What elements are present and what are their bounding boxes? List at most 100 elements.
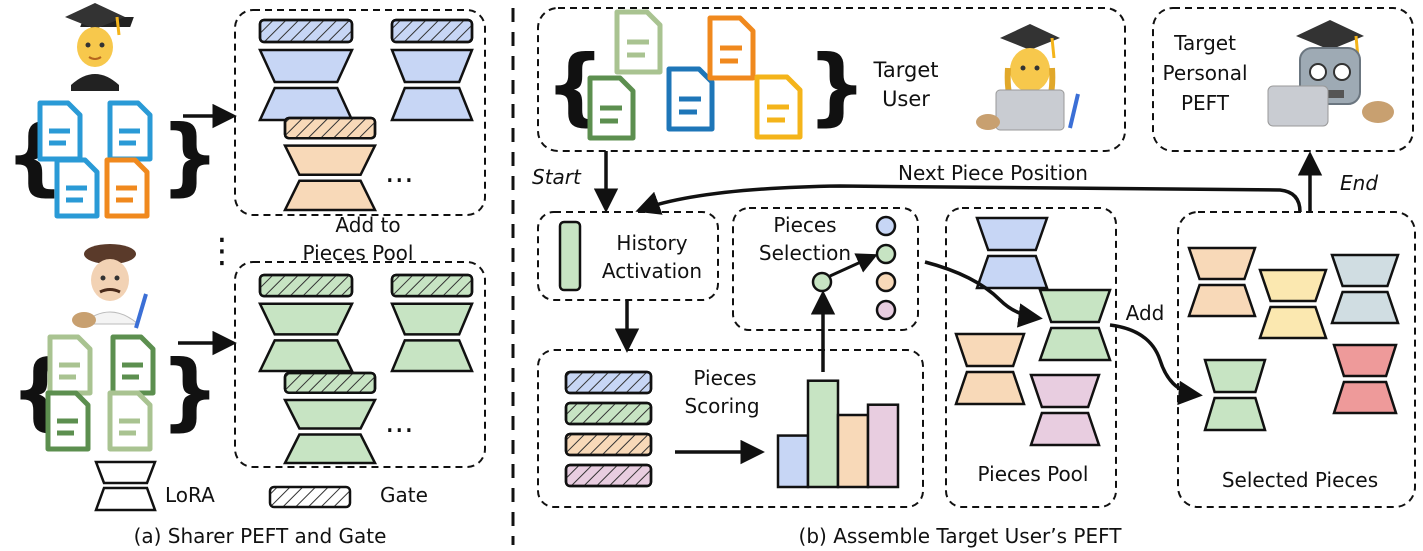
- target-user-emoji-icon: [976, 24, 1080, 131]
- selection-to-pool-arrow: [924, 260, 1043, 328]
- history-activation-label-2: Activation: [602, 259, 702, 283]
- lora-up-proj: [258, 86, 354, 122]
- bar-green: [806, 379, 840, 489]
- lora-up-proj: [282, 433, 378, 465]
- lora-down-proj: [1187, 246, 1257, 281]
- lora-piece: [1038, 288, 1112, 362]
- doc-icon: [587, 75, 636, 141]
- pool-pieces: [954, 216, 1112, 447]
- doc-icon: [104, 157, 150, 219]
- lora-piece-with-gate: [390, 18, 474, 122]
- selection-arrow: [829, 253, 878, 278]
- lora-up-proj: [1187, 283, 1257, 318]
- lora-piece: [975, 216, 1049, 290]
- bar-blue: [776, 434, 810, 489]
- lora-up-proj: [1330, 290, 1400, 325]
- lora-up-proj: [954, 370, 1026, 406]
- lora-up-proj: [1029, 411, 1101, 447]
- lora-up-proj: [390, 86, 474, 122]
- ellipsis: ...: [385, 155, 414, 190]
- sharer1-docs: { }: [5, 100, 220, 219]
- student-emoji-icon: [65, 3, 134, 91]
- right-brace: }: [160, 107, 220, 205]
- gate-hatch: [390, 18, 474, 44]
- legend-lora-label: LoRA: [165, 483, 215, 507]
- lora-piece-with-gate: [282, 116, 378, 212]
- pieces-selection-label-2: Selection: [759, 241, 851, 265]
- lora-down-proj: [975, 216, 1049, 252]
- doc-icon: [754, 74, 803, 140]
- lora-down-proj: [258, 48, 354, 84]
- lora-piece-with-gate: [258, 18, 354, 122]
- lora-piece-with-gate: [282, 371, 378, 465]
- doc-icon: [666, 66, 715, 132]
- sharer2-pieces-box: [234, 261, 486, 468]
- pieces-scoring-label-1: Pieces: [693, 366, 756, 390]
- add-label: Add: [1126, 301, 1165, 325]
- target-user-label-2: User: [882, 87, 930, 111]
- ellipsis: ...: [385, 405, 414, 440]
- doc-icon: [107, 100, 153, 162]
- selection-circle-orange: [875, 271, 897, 293]
- selected-pieces-box: [1177, 211, 1416, 508]
- selection-circles: [811, 215, 897, 321]
- doc-icon: [37, 100, 83, 162]
- target-user-label-1: Target: [873, 58, 939, 82]
- robot-emoji-icon: [1267, 20, 1394, 127]
- lora-down-proj: [954, 332, 1026, 368]
- gate-hatch: [390, 273, 474, 298]
- end-label: End: [1340, 171, 1378, 195]
- doc-icon: [107, 390, 153, 452]
- scoring-gates: [564, 370, 653, 488]
- lora-up-proj: [282, 179, 378, 212]
- pieces-pool-label: Pieces Pool: [978, 462, 1089, 486]
- right-caption: (b) Assemble Target User’s PEFT: [799, 524, 1123, 548]
- lora-down-proj: [282, 398, 378, 430]
- right-brace: }: [160, 342, 220, 440]
- pieces-scoring-label-2: Scoring: [684, 394, 759, 418]
- bar-pink: [866, 403, 900, 489]
- lora-down-proj: [282, 144, 378, 177]
- lora-down-proj: [1258, 268, 1328, 303]
- target-user-box: [537, 7, 1126, 152]
- scoring-gate-hatch: [564, 370, 653, 395]
- lora-up-proj: [1203, 396, 1267, 432]
- vertical-ellipsis: ⋮: [205, 231, 239, 271]
- sharer1-pieces: [258, 18, 474, 212]
- target-peft-label-3: PEFT: [1181, 91, 1230, 115]
- sharer2-docs: { }: [10, 334, 220, 452]
- right-brace: }: [807, 37, 867, 135]
- lora-up-proj: [1258, 305, 1328, 340]
- gate-hatch: [258, 18, 354, 44]
- left-caption: (a) Sharer PEFT and Gate: [134, 524, 387, 548]
- target-personal-peft-box: [1152, 7, 1414, 152]
- lora-down-proj: [258, 302, 354, 336]
- selected-point: [811, 271, 833, 293]
- gate-hatch: [258, 273, 354, 298]
- target-peft-label-1: Target: [1173, 31, 1236, 55]
- lora-piece: [1187, 246, 1257, 318]
- lora-down-proj: [390, 302, 474, 336]
- pool-to-selected-arrow: [1109, 323, 1203, 406]
- gate-legend-icon: [268, 485, 352, 509]
- lora-up-proj: [390, 339, 474, 373]
- doc-icon: [47, 334, 93, 396]
- lora-piece: [1203, 358, 1267, 432]
- lora-legend-icon: [94, 460, 157, 512]
- gate-hatch: [283, 371, 377, 395]
- bar-orange: [836, 413, 870, 489]
- doc-icon: [54, 157, 100, 219]
- scoring-gate-hatch: [564, 432, 653, 457]
- selection-circle-pink: [875, 299, 897, 321]
- pieces-selection-box: [732, 207, 919, 331]
- lora-piece-with-gate: [390, 273, 474, 373]
- doc-icon: [707, 15, 756, 81]
- sharer1-pieces-box: [234, 9, 486, 216]
- add-to-pool-label-2: Pieces Pool: [303, 241, 414, 265]
- history-activation-label-1: History: [616, 231, 687, 255]
- lora-down-proj: [1203, 358, 1267, 394]
- legend-gate-label: Gate: [380, 483, 428, 507]
- start-label: Start: [532, 165, 582, 189]
- selection-circle-blue: [875, 215, 897, 237]
